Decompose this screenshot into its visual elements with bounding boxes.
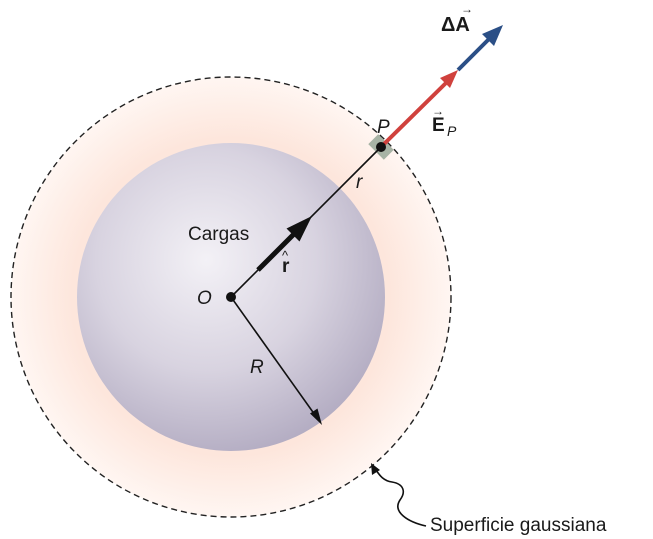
charges-label: Cargas [188,224,249,245]
area-vector-label: ΔA [441,14,470,36]
point-p-label: P [377,117,390,138]
e-field-subscript: P [447,123,457,139]
area-vector-arrow-shaft [456,36,492,72]
area-vector-arrowhead [482,25,503,46]
unit-vector-shaft [256,230,298,272]
unit-vector-label: r [282,256,290,277]
e-field-over-arrow: → [432,104,444,118]
e-field-arrow-shaft [382,78,451,146]
origin-label: O [197,288,212,309]
e-field-arrowhead [440,70,458,88]
radius-r-label: r [356,172,363,193]
surface-label-pointer [375,469,427,527]
surface-label-pointer-arrowhead [371,463,380,475]
unit-vector-arrowhead [286,216,312,242]
radius-R-label: R [250,357,264,378]
radius-R-arrowhead [310,408,322,425]
unit-vector-hat: ^ [282,248,289,263]
e-field-label: E [432,115,445,136]
point-p [376,142,386,152]
radius-R-line [230,296,316,416]
area-vector-over-arrow: → [461,2,473,16]
gaussian-surface-label: Superficie gaussiana [430,515,607,536]
origin-point [226,292,236,302]
